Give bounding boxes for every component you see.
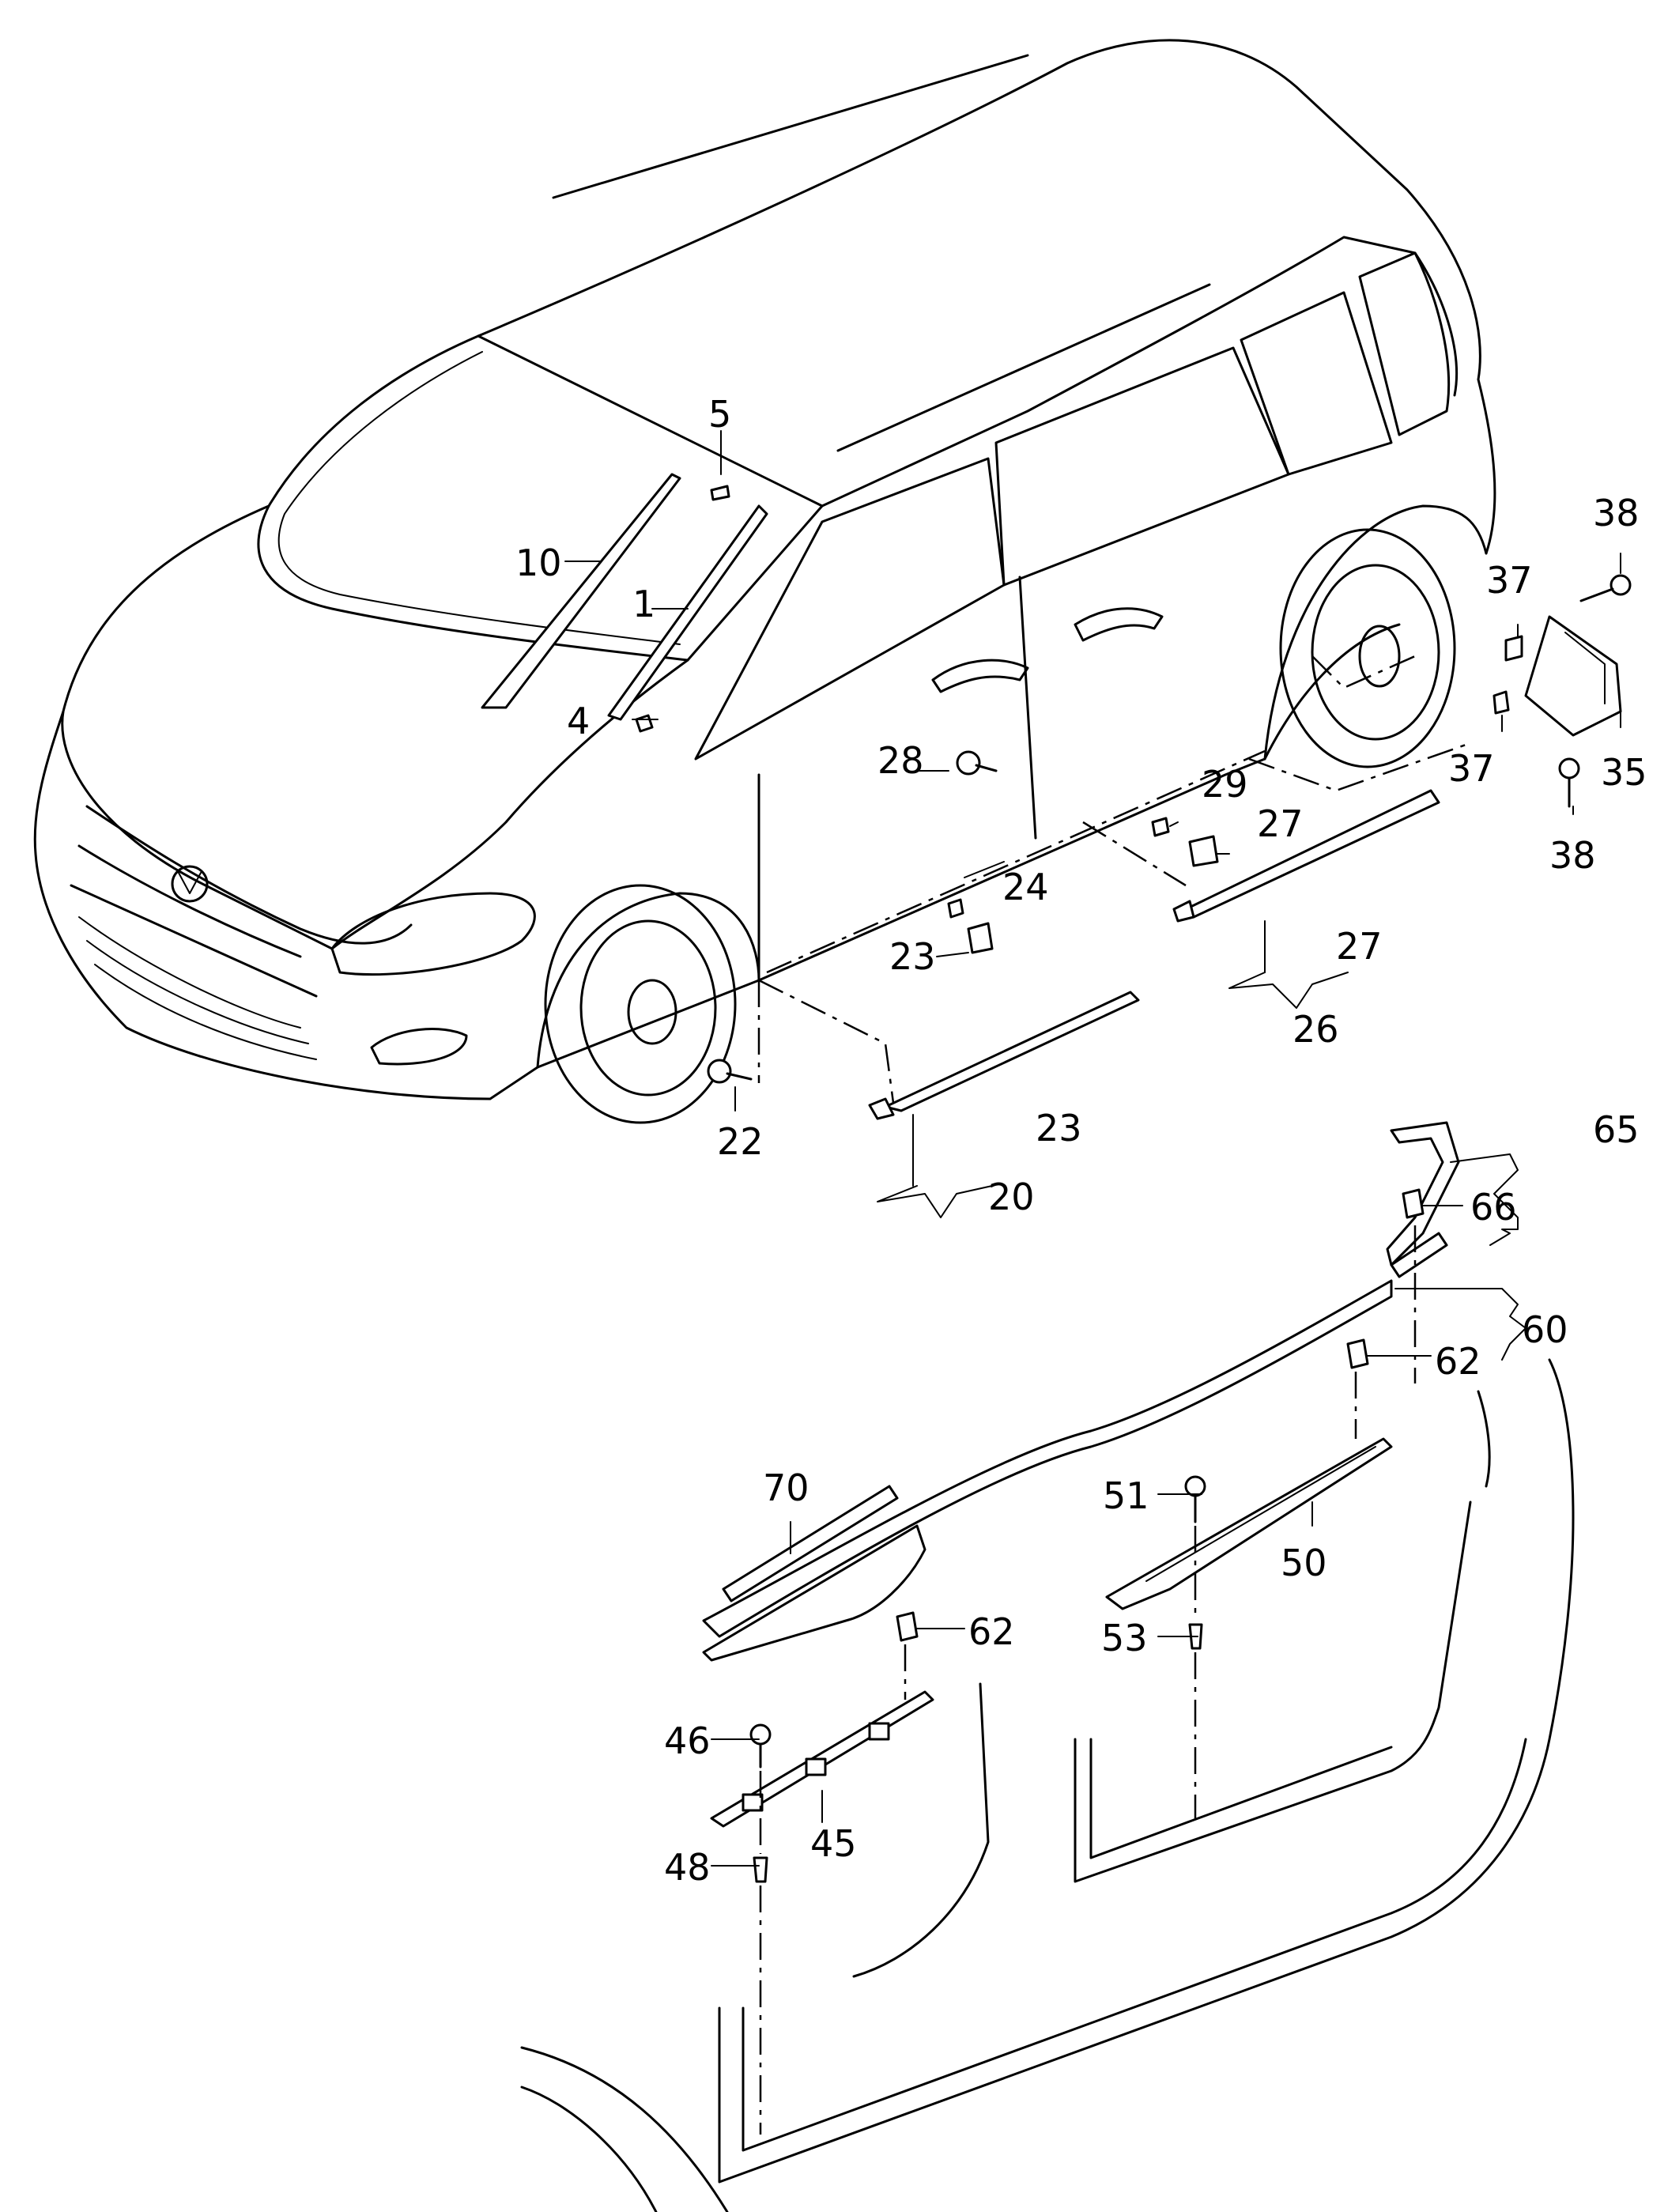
callout-1: 1 (632, 583, 655, 625)
callout-51: 51 (1103, 1474, 1149, 1517)
bolt-38-bottom (1558, 757, 1580, 808)
callout-28: 28 (877, 739, 924, 782)
leader-lines (564, 430, 1621, 1867)
callout-27-b: 27 (1336, 925, 1383, 968)
callout-5: 5 (708, 393, 731, 436)
trim-strip-70 (722, 1485, 899, 1602)
screw-46 (749, 1723, 772, 1768)
callout-70: 70 (763, 1466, 809, 1509)
callout-29: 29 (1202, 763, 1248, 806)
clip-37-a (1504, 635, 1523, 662)
callout-66: 66 (1470, 1186, 1517, 1229)
callout-20: 20 (988, 1176, 1035, 1218)
callout-22: 22 (717, 1120, 764, 1163)
callout-23-a: 23 (889, 935, 936, 978)
clip-62-right (1346, 1338, 1369, 1369)
clip-37-b (1493, 690, 1510, 715)
clip-66 (1402, 1188, 1425, 1219)
callout-62-left: 62 (968, 1610, 1015, 1653)
callout-23-b: 23 (1036, 1107, 1082, 1149)
lower-dashed-lines (759, 1225, 1417, 2135)
sill-part-50 (1105, 1437, 1393, 1610)
trim-65 (1386, 1121, 1460, 1278)
fastener-5 (710, 485, 730, 501)
windshield-trim-strip (481, 473, 681, 709)
sill-trim-front (868, 991, 1140, 1120)
callout-60: 60 (1522, 1308, 1568, 1351)
clip-62-left (896, 1611, 919, 1642)
clip-27 (1188, 835, 1219, 867)
sill-trim-rear (1172, 789, 1440, 923)
callout-37-top: 37 (1486, 559, 1533, 602)
sill-panel-60 (702, 1279, 1393, 1662)
bracket-45 (710, 1690, 934, 1828)
callout-labels: 5 10 1 4 28 24 23 23 20 22 29 27 27 26 3… (515, 393, 1647, 1889)
clip-23 (967, 922, 994, 954)
callout-48: 48 (664, 1846, 711, 1889)
screw-51 (1184, 1475, 1206, 1523)
callout-37-bottom: 37 (1448, 747, 1495, 790)
sill-dashed-lines (757, 655, 1471, 1104)
callout-27-a: 27 (1257, 802, 1304, 845)
callout-45: 45 (810, 1822, 857, 1865)
a-pillar-trim (607, 504, 768, 721)
clip-4 (635, 714, 654, 733)
callout-38-top: 38 (1593, 492, 1640, 534)
callout-53: 53 (1101, 1617, 1148, 1659)
callout-62-right: 62 (1435, 1340, 1481, 1383)
clip-24 (947, 898, 964, 919)
callout-46: 46 (664, 1719, 711, 1762)
vehicle-outline (33, 39, 1496, 1124)
bracket-35 (1524, 615, 1622, 737)
lower-body-outline (520, 1358, 1575, 2212)
callout-26: 26 (1293, 1008, 1339, 1051)
clip-29 (1151, 817, 1170, 837)
screw-22 (707, 1059, 753, 1084)
callout-10: 10 (515, 542, 562, 584)
callout-4: 4 (567, 700, 590, 742)
callout-35: 35 (1601, 751, 1647, 794)
clip-48 (753, 1856, 768, 1883)
screw-28 (956, 750, 998, 776)
callout-65: 65 (1593, 1108, 1640, 1151)
callout-50: 50 (1281, 1542, 1327, 1584)
bolt-38-top (1579, 574, 1632, 602)
callout-38-bottom: 38 (1549, 834, 1596, 877)
callout-24: 24 (1002, 866, 1049, 908)
